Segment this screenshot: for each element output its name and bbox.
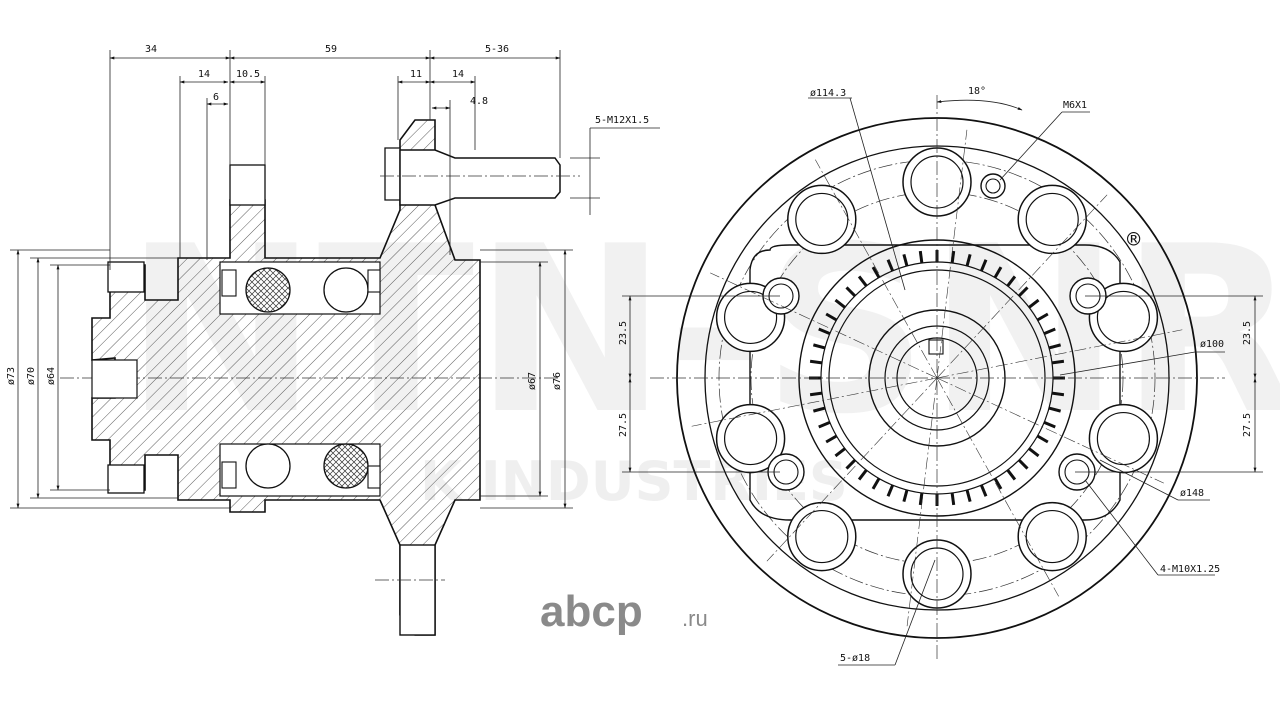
tone-tooth bbox=[1006, 275, 1017, 287]
dim-6: 6 bbox=[213, 92, 219, 103]
ball-upper-outer bbox=[323, 267, 369, 313]
dim-d67: ø67 bbox=[527, 372, 538, 390]
tone-tooth bbox=[825, 434, 838, 444]
wheel-stud bbox=[399, 149, 561, 206]
dust-cap-upper bbox=[107, 261, 145, 293]
tone-tooth bbox=[812, 343, 826, 350]
right-dim-27-5: 27.5 bbox=[1242, 413, 1253, 437]
tone-tooth bbox=[1051, 391, 1065, 397]
spindle-bore bbox=[91, 359, 138, 399]
stud-hole bbox=[1017, 501, 1087, 572]
dim-10-5: 10.5 bbox=[236, 69, 260, 80]
tone-tooth bbox=[902, 489, 909, 503]
flange-lower-stud bbox=[399, 544, 436, 636]
abcp-logo: abcp .ru bbox=[540, 587, 708, 636]
side-view: 34 59 5-36 14 10.5 6 11 14 4.8 5-M12X1.5… bbox=[6, 44, 660, 636]
stud-hole bbox=[1088, 282, 1159, 353]
tone-tooth bbox=[918, 492, 924, 506]
ball-lower-inner bbox=[245, 443, 291, 489]
tone-tooth bbox=[1028, 298, 1040, 309]
mount-plate bbox=[749, 244, 1121, 521]
dim-4-8: 4.8 bbox=[470, 96, 488, 107]
tone-tooth bbox=[834, 447, 846, 458]
tone-tooth bbox=[845, 286, 857, 298]
tone-tooth bbox=[857, 275, 868, 287]
mount-boss bbox=[229, 164, 266, 206]
tone-tooth bbox=[845, 458, 857, 470]
tone-tooth bbox=[857, 469, 868, 481]
dust-cap-lower bbox=[107, 464, 145, 494]
tone-tooth bbox=[1006, 469, 1017, 481]
dim-34: 34 bbox=[145, 44, 157, 55]
tone-tooth bbox=[1017, 286, 1029, 298]
dim-59: 59 bbox=[325, 44, 337, 55]
left-dim-27-5: 27.5 bbox=[618, 413, 629, 437]
tone-tooth bbox=[825, 312, 838, 322]
stud-hole bbox=[1017, 184, 1087, 255]
sensor-thread-label: M6X1 bbox=[1063, 100, 1087, 111]
tone-tooth bbox=[902, 253, 909, 267]
ball-upper-inner bbox=[245, 267, 291, 313]
dim-5-36: 5-36 bbox=[485, 44, 509, 55]
angle-18: 18° bbox=[968, 86, 986, 97]
dim-d76: ø76 bbox=[552, 372, 563, 390]
tone-tooth bbox=[886, 484, 894, 497]
tone-tooth bbox=[918, 250, 924, 264]
tone-tooth bbox=[1043, 421, 1056, 429]
stud-hole bbox=[1088, 403, 1159, 474]
dim-14a: 14 bbox=[198, 69, 210, 80]
sensor-hole bbox=[980, 173, 1006, 199]
tone-tooth bbox=[871, 477, 881, 490]
tone-tooth bbox=[1036, 312, 1049, 322]
tone-tooth bbox=[834, 298, 846, 309]
pcd-label: ø114.3 bbox=[810, 88, 846, 99]
tone-tooth bbox=[980, 484, 988, 497]
tone-tooth bbox=[809, 391, 823, 397]
stud-holes bbox=[715, 147, 1159, 609]
tone-tooth bbox=[1048, 406, 1062, 413]
tone-tooth bbox=[1036, 434, 1049, 444]
ball-lower-outer bbox=[323, 443, 369, 489]
tone-tooth bbox=[818, 421, 831, 429]
tone-tooth bbox=[871, 266, 881, 279]
mount-thread-label: 4-M10X1.25 bbox=[1160, 564, 1220, 575]
stud-hole bbox=[787, 184, 857, 255]
tone-tooth bbox=[886, 259, 894, 272]
dim-d70: ø70 bbox=[26, 367, 37, 385]
logo-main: abcp bbox=[540, 587, 643, 636]
tone-tooth bbox=[1043, 327, 1056, 335]
dim-d64: ø64 bbox=[46, 367, 57, 385]
stud-thread-label: 5-M12X1.5 bbox=[595, 115, 649, 126]
tone-tooth bbox=[1017, 458, 1029, 470]
tone-tooth bbox=[965, 253, 972, 267]
right-dim-23-5: 23.5 bbox=[1242, 321, 1253, 345]
dim-d73: ø73 bbox=[6, 367, 17, 385]
registered-mark: ® bbox=[1127, 228, 1141, 253]
pilot-label: ø100 bbox=[1200, 339, 1224, 350]
tone-tooth bbox=[1028, 447, 1040, 458]
outer-dia-label: ø148 bbox=[1180, 488, 1204, 499]
tone-tooth bbox=[993, 266, 1003, 279]
tone-tooth bbox=[1048, 343, 1062, 350]
tone-tooth bbox=[965, 489, 972, 503]
dim-11: 11 bbox=[410, 69, 422, 80]
tone-tooth bbox=[809, 359, 823, 365]
tone-tooth bbox=[818, 327, 831, 335]
dim-14b: 14 bbox=[452, 69, 464, 80]
stud-hole bbox=[787, 501, 857, 572]
stud-hole bbox=[715, 403, 786, 474]
left-dim-23-5: 23.5 bbox=[618, 321, 629, 345]
tone-tooth bbox=[950, 250, 956, 264]
tone-tooth bbox=[812, 406, 826, 413]
spline-key bbox=[928, 339, 944, 355]
logo-suffix: .ru bbox=[682, 606, 708, 631]
tone-tooth bbox=[993, 477, 1003, 490]
front-view: 23.5 27.5 23.5 27.5 18° ø114.3 M6X1 ø100… bbox=[618, 86, 1263, 666]
tone-tooth bbox=[1051, 359, 1065, 365]
stud-hole-label: 5-ø18 bbox=[840, 653, 870, 664]
tone-tooth bbox=[950, 492, 956, 506]
tone-tooth bbox=[980, 259, 988, 272]
